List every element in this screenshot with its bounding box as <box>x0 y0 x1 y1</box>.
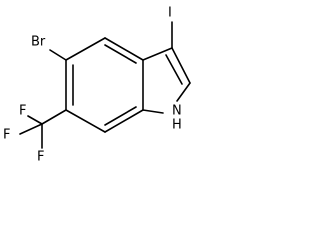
fluorine-label-top: F <box>19 104 26 119</box>
bond-n1-c7a <box>142 109 164 114</box>
bond-c6-cf3 <box>41 109 67 125</box>
bond-c3-c2 <box>171 47 191 84</box>
bond-c4a-c4 <box>104 37 144 61</box>
iodine-label: I <box>168 6 172 21</box>
bond-c6-c7 <box>65 109 106 133</box>
nitrogen-label: N <box>172 104 182 119</box>
double-bond-c3-c2-inner <box>165 54 183 85</box>
bond-c5-bromine <box>49 49 67 61</box>
fluorine-label-bottom: F <box>37 150 44 165</box>
double-bond-c4-c4a-inner <box>104 44 137 64</box>
bond-c7-c7a <box>104 109 144 133</box>
pyrrole-ring <box>142 47 191 114</box>
bond-c4a-c3 <box>142 47 173 61</box>
bromine-label: Br <box>31 35 46 50</box>
bond-c2-n1 <box>176 82 191 102</box>
bond-cf3-f-top <box>27 115 43 125</box>
bond-cf3-f-left <box>19 123 43 135</box>
double-bond-c7-c7a-inner <box>104 106 137 126</box>
bond-c4-c5 <box>65 37 106 61</box>
fluorine-label-left: F <box>3 128 10 143</box>
molecule-structure: I Br F F F N H <box>3 6 191 165</box>
benzene-ring <box>65 37 144 133</box>
hydrogen-label: H <box>172 118 182 133</box>
